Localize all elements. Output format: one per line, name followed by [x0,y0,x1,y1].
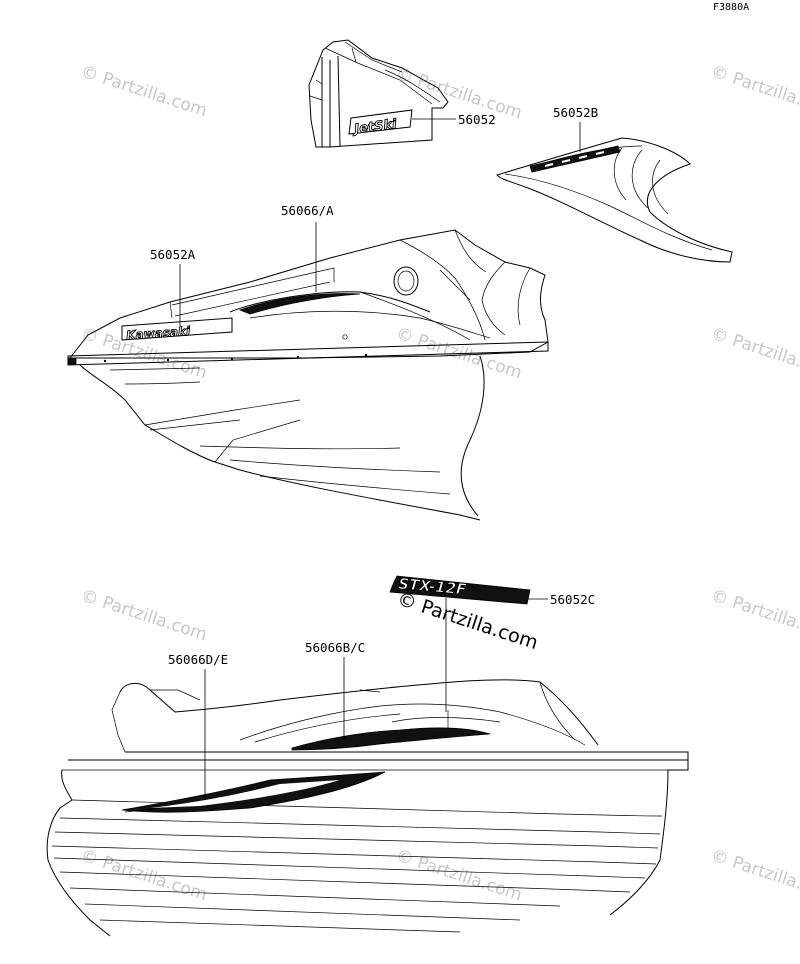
watermark: © Partzilla.com [393,846,524,906]
part-label-56052C: 56052C [550,592,595,607]
kawasaki-logo-text: Kawasaki [126,324,192,342]
upper-hull-drawing: Kawasaki [67,229,549,521]
fin-decal-drawing [496,137,733,263]
jetski-logo-text: JetSki [351,117,398,137]
watermark: © Partzilla.com [708,324,800,384]
watermark: © Partzilla.com [708,846,800,906]
part-label-56052A: 56052A [150,247,196,262]
watermark: © Partzilla.com [78,62,209,122]
watermarks: © Partzilla.com © Partzilla.com © Partzi… [78,62,800,906]
watermark: © Partzilla.com [78,846,209,906]
watermark: © Partzilla.com [78,586,209,646]
lower-hull-drawing [46,679,689,937]
part-label-56066D-E: 56066D/E [168,652,228,667]
part-label-56066B-C: 56066B/C [305,640,365,655]
jetski-cover-drawing: JetSki [308,39,449,148]
watermark: © Partzilla.com [708,62,800,122]
watermark: © Partzilla.com [708,586,800,646]
part-label-56052B: 56052B [553,105,598,120]
part-label-56052: 56052 [458,112,496,127]
figure-id: F3880A [713,2,749,13]
part-label-56066-A: 56066/A [281,203,334,218]
